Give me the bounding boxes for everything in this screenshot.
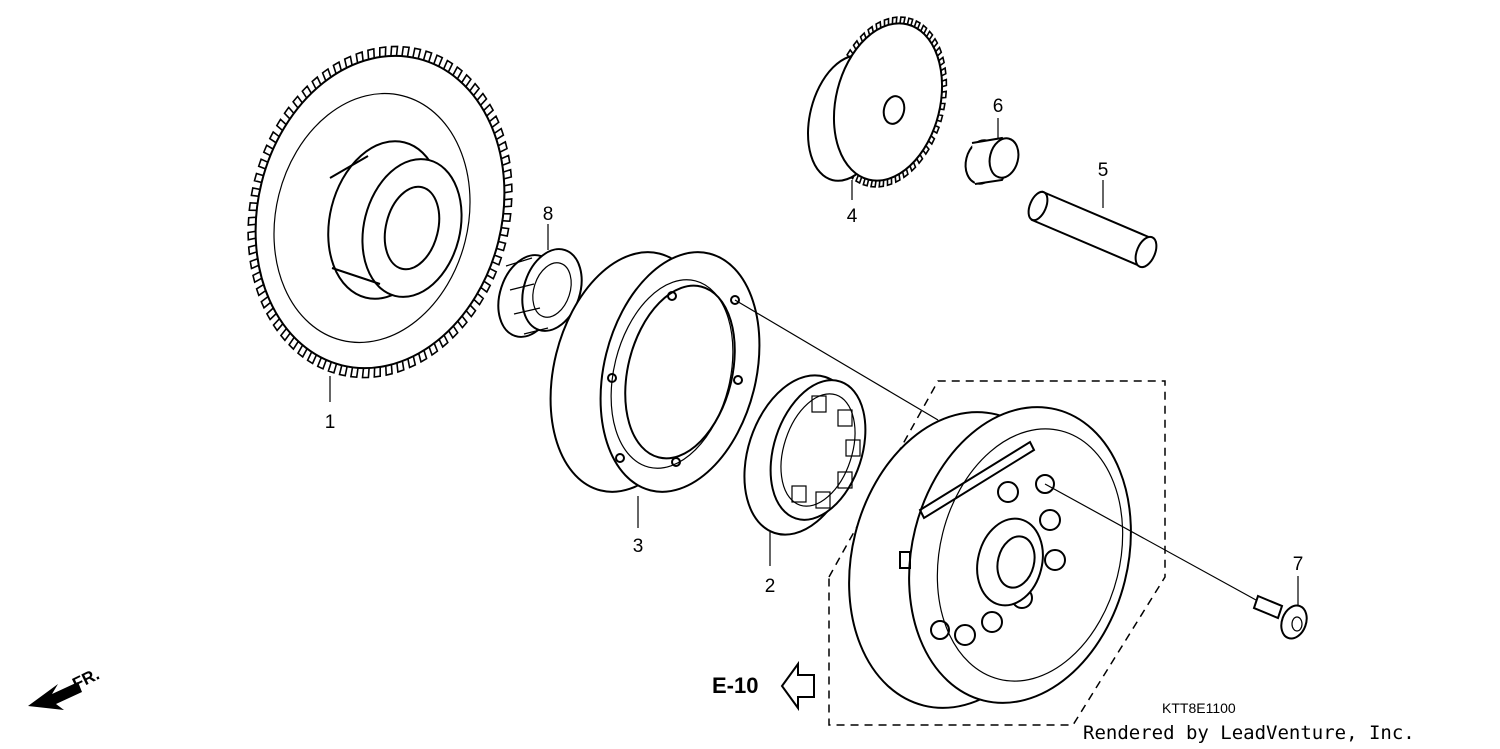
callout-2: 2: [765, 576, 776, 597]
front-direction-arrow-icon: [28, 682, 82, 710]
callout-8: 8: [543, 204, 554, 225]
collar-icon[interactable]: [961, 135, 1022, 187]
gear-shaft-icon[interactable]: [1025, 189, 1161, 270]
reduction-gear-icon[interactable]: [796, 12, 958, 192]
leader-lines: [329, 118, 1299, 605]
outline-arrow-left-icon: [780, 660, 815, 712]
callout-7: 7: [1293, 554, 1304, 575]
flywheel-rotor-icon: [828, 380, 1166, 726]
diagram-code: KTT8E1100: [1162, 700, 1236, 716]
callout-4: 4: [847, 206, 858, 227]
needle-bearing-icon[interactable]: [488, 241, 591, 344]
one-way-clutch-icon[interactable]: [725, 361, 882, 549]
bolt-icon[interactable]: [1252, 594, 1311, 642]
callout-3: 3: [633, 536, 644, 557]
credit-text: Rendered by LeadVenture, Inc.: [1083, 722, 1415, 744]
starter-driven-gear-icon[interactable]: [223, 29, 536, 395]
clutch-outer-icon[interactable]: [527, 235, 784, 509]
reference-label[interactable]: E-10: [712, 673, 758, 698]
callout-5: 5: [1098, 160, 1109, 181]
callout-6: 6: [993, 96, 1004, 117]
callout-1: 1: [325, 412, 336, 433]
